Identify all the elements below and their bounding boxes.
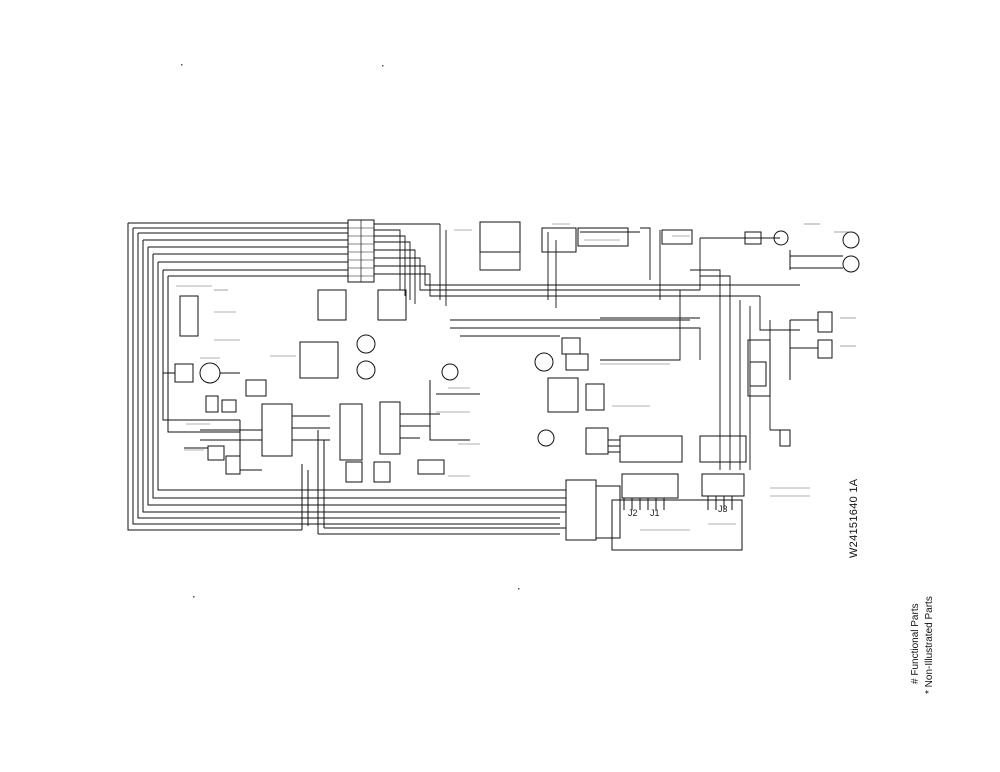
connector-j3-label: J3	[718, 504, 728, 514]
board-connector-labels: J2 J1 J3	[628, 504, 728, 518]
connector-j2-label: J2	[628, 508, 638, 518]
illegible-labels	[176, 223, 856, 531]
drawing-number: W24151640 1A	[848, 478, 860, 558]
legend-functional-parts: # Functional Parts	[910, 603, 921, 684]
upper-right-components	[479, 221, 860, 447]
connector-j1-label: J1	[650, 508, 660, 518]
right-center-components	[534, 337, 771, 499]
paper-specks	[181, 64, 520, 598]
left-components	[163, 295, 339, 475]
legend-non-illustrated-parts: * Non-Illustrated Parts	[924, 596, 935, 694]
center-components	[317, 289, 480, 483]
control-board	[565, 479, 743, 551]
harness-top	[374, 223, 800, 470]
center-connector	[347, 219, 375, 283]
harness-outer	[127, 222, 566, 535]
